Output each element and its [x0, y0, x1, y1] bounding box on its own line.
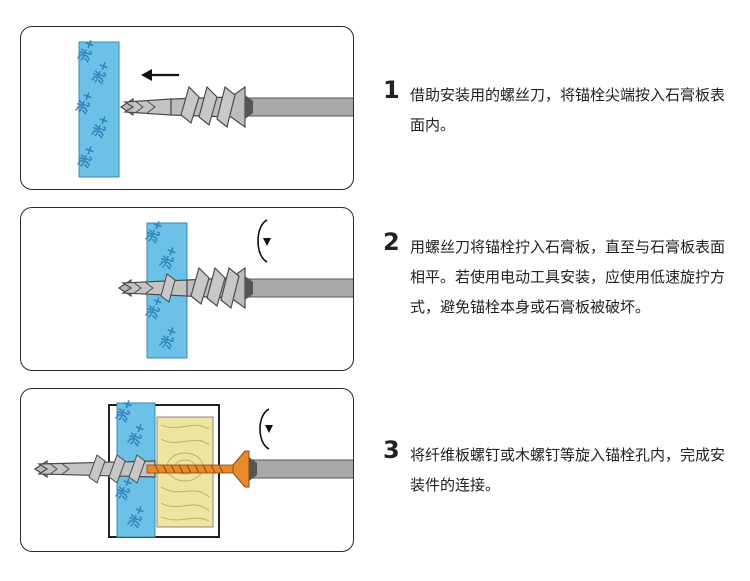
svg-text:洸+: 洸+: [114, 396, 137, 424]
rotation-arrow-icon: [257, 219, 271, 263]
step-1-illustration: 洸+ 洸+ 洸+ 洸+ 洸+: [74, 36, 353, 178]
screwdriver-shaft: [242, 97, 353, 117]
step-3-panel: 洸+ 洸+ 洸+ 洸+: [20, 388, 354, 552]
svg-text:洸+: 洸+: [126, 420, 149, 448]
step-2-number: 2: [383, 228, 400, 256]
step-1-text: 借助安装用的螺丝刀，将锚栓尖端按入石膏板表面内。: [410, 86, 726, 134]
wood-screw: [146, 450, 257, 488]
gypsum-board: [78, 41, 120, 178]
drywall-anchor: [33, 454, 156, 484]
svg-text:洸+: 洸+: [90, 112, 113, 140]
svg-text:洸+: 洸+: [114, 474, 137, 502]
step-1-number: 1: [383, 76, 400, 104]
step-3-illustration: 洸+ 洸+ 洸+ 洸+: [33, 396, 353, 538]
step-2-illustration: 洸+ 洸+ 洸+ 洸+: [117, 217, 353, 359]
screwdriver-shaft: [244, 459, 353, 479]
step-3-number: 3: [383, 436, 400, 464]
svg-text:洸+: 洸+: [76, 36, 99, 64]
step-2-panel: 洸+ 洸+ 洸+ 洸+: [20, 207, 354, 371]
push-direction-arrow-icon: [141, 69, 179, 81]
svg-text:洸+: 洸+: [90, 58, 113, 86]
board-watermarks: 洸+ 洸+ 洸+ 洸+: [114, 396, 149, 530]
svg-text:洸+: 洸+: [158, 243, 181, 271]
step-2-text: 用螺丝刀将锚栓拧入石膏板，直至与石膏板表面相平。若使用电动工具安装，应使用低速旋…: [410, 238, 726, 316]
svg-text:洸+: 洸+: [144, 293, 167, 321]
svg-text:洸+: 洸+: [158, 323, 181, 351]
board-watermarks: 洸+ 洸+ 洸+ 洸+ 洸+: [74, 36, 113, 170]
drywall-anchor: [117, 266, 253, 310]
svg-text:洸+: 洸+: [126, 502, 149, 530]
screwdriver-shaft: [242, 278, 353, 298]
svg-text:洸+: 洸+: [76, 142, 99, 170]
svg-text:洸+: 洸+: [74, 88, 97, 116]
rotation-arrow-icon: [259, 408, 273, 450]
board-watermarks: 洸+ 洸+ 洸+ 洸+: [144, 217, 181, 351]
step-1-panel: 洸+ 洸+ 洸+ 洸+ 洸+: [20, 26, 354, 190]
step-3-text: 将纤维板螺钉或木螺钉等旋入锚栓孔内，完成安装件的连接。: [410, 446, 726, 494]
svg-text:洸+: 洸+: [144, 217, 167, 245]
drywall-anchor: [119, 85, 253, 129]
